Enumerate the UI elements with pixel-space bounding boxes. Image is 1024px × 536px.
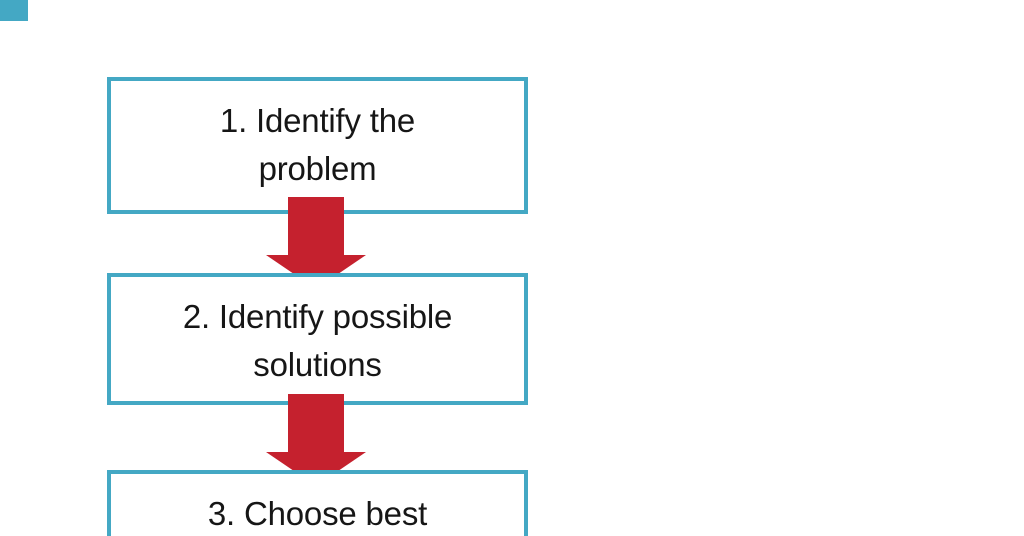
corner-accent-shape	[0, 0, 28, 21]
step-2-label: 2. Identify possible solutions	[111, 293, 524, 389]
step-1-label: 1. Identify the problem	[111, 97, 524, 193]
step-3-label: 3. Choose best	[111, 490, 524, 536]
step-1-line-2: problem	[258, 150, 377, 187]
step-1-line-1: 1. Identify the	[219, 102, 416, 139]
flowchart-step-2-box: 2. Identify possible solutions	[107, 273, 528, 405]
step-2-line-1: 2. Identify possible	[182, 298, 453, 335]
flowchart-step-1-box: 1. Identify the problem	[107, 77, 528, 214]
down-arrow-icon	[266, 197, 366, 289]
step-2-line-2: solutions	[253, 346, 382, 383]
flowchart-step-3-box: 3. Choose best	[107, 470, 528, 536]
down-arrow-icon	[266, 394, 366, 486]
step-3-line-1: 3. Choose best	[207, 495, 428, 532]
